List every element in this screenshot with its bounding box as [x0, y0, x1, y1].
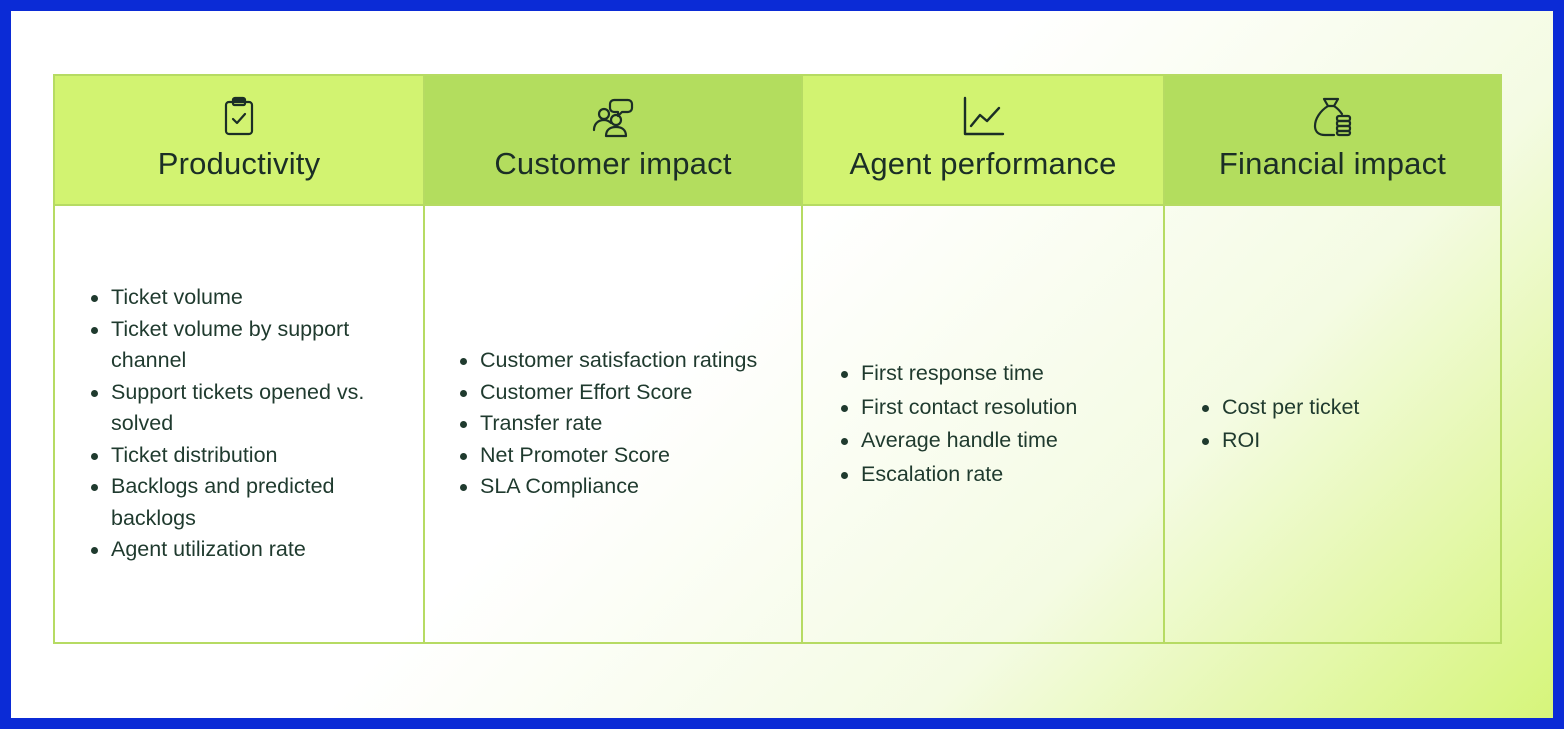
column-body: Customer satisfaction ratings Customer E…: [425, 206, 801, 642]
column-header: Productivity: [55, 76, 423, 206]
column-financial-impact: Financial impact Cost per ticket ROI: [1165, 76, 1500, 642]
column-title: Productivity: [157, 146, 321, 181]
money-bag-coins-icon: [1310, 94, 1356, 140]
list-item: Customer satisfaction ratings: [460, 345, 757, 377]
list-item: ROI: [1202, 424, 1359, 458]
metrics-table: Productivity Ticket volume Ticket volume…: [53, 74, 1502, 644]
metric-list: Cost per ticket ROI: [1202, 391, 1359, 458]
line-chart-icon: [960, 94, 1006, 140]
list-item: Ticket distribution: [91, 440, 407, 472]
list-item: First response time: [841, 357, 1077, 391]
list-item: SLA Compliance: [460, 471, 757, 503]
column-body: Ticket volume Ticket volume by support c…: [55, 206, 423, 642]
metric-list: Ticket volume Ticket volume by support c…: [91, 282, 407, 566]
list-item: Net Promoter Score: [460, 440, 757, 472]
column-header: Customer impact: [425, 76, 801, 206]
list-item: Transfer rate: [460, 408, 757, 440]
list-item: Support tickets opened vs. solved: [91, 377, 407, 440]
metric-list: First response time First contact resolu…: [841, 357, 1077, 491]
column-body: Cost per ticket ROI: [1165, 206, 1500, 642]
list-item: Average handle time: [841, 424, 1077, 458]
metric-list: Customer satisfaction ratings Customer E…: [460, 345, 757, 503]
column-body: First response time First contact resolu…: [803, 206, 1163, 642]
list-item: Cost per ticket: [1202, 391, 1359, 425]
frame: Productivity Ticket volume Ticket volume…: [11, 11, 1553, 718]
clipboard-check-icon: [216, 94, 262, 140]
list-item: First contact resolution: [841, 391, 1077, 425]
column-title: Agent performance: [849, 146, 1117, 181]
column-header: Agent performance: [803, 76, 1163, 206]
column-customer-impact: Customer impact Customer satisfaction ra…: [425, 76, 803, 642]
column-productivity: Productivity Ticket volume Ticket volume…: [55, 76, 425, 642]
list-item: Ticket volume: [91, 282, 407, 314]
list-item: Agent utilization rate: [91, 534, 407, 566]
list-item: Backlogs and predicted backlogs: [91, 471, 407, 534]
column-header: Financial impact: [1165, 76, 1500, 206]
column-agent-performance: Agent performance First response time Fi…: [803, 76, 1165, 642]
list-item: Customer Effort Score: [460, 377, 757, 409]
list-item: Ticket volume by support channel: [91, 314, 407, 377]
people-chat-icon: [590, 94, 636, 140]
column-title: Customer impact: [494, 146, 732, 181]
column-title: Financial impact: [1218, 146, 1447, 181]
list-item: Escalation rate: [841, 458, 1077, 492]
